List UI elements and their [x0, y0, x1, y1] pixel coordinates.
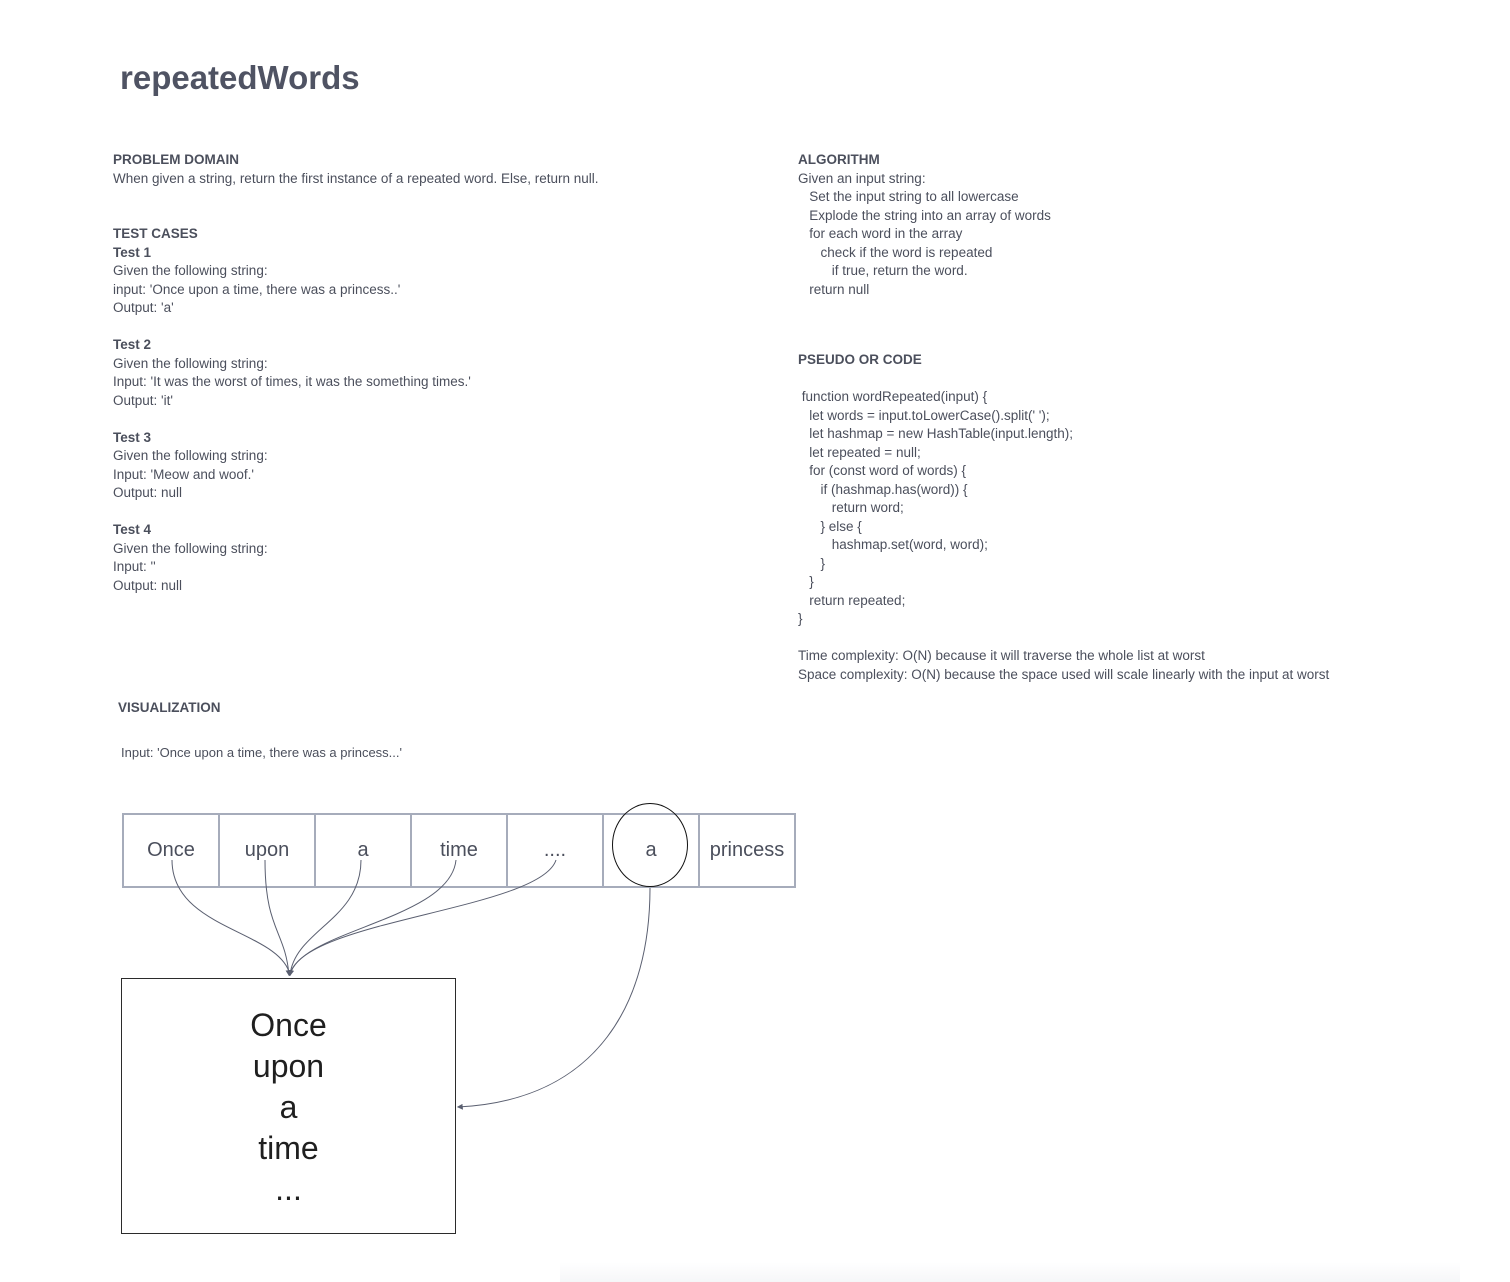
- page-title: repeatedWords: [120, 59, 360, 96]
- algorithm-section: ALGORITHM Given an input string: Set the…: [798, 151, 1438, 299]
- code-line: if (hashmap.has(word)) {: [798, 481, 968, 497]
- test-case-title: Test 2: [113, 337, 152, 352]
- code-line: }: [798, 611, 803, 626]
- code-line: return repeated;: [798, 592, 906, 608]
- test-case-line: Given the following string:: [113, 448, 268, 463]
- code-line: function wordRepeated(input) {: [798, 389, 988, 404]
- algorithm-heading: ALGORITHM: [798, 152, 880, 167]
- algorithm-step: for each word in the array: [798, 226, 963, 241]
- arrow-repeated-a: [456, 887, 651, 1110]
- algorithm-step: Explode the string into an array of word…: [798, 207, 1051, 223]
- pseudo-code-heading: PSEUDO OR CODE: [798, 352, 922, 367]
- test-case: Test 2 Given the following string: Input: …: [113, 336, 733, 410]
- array-cell-label: upon: [244, 839, 290, 861]
- array-cell-label: princess: [709, 839, 785, 861]
- test-case-line: Given the following string:: [113, 540, 268, 556]
- algorithm-step: check if the word is repeated: [798, 244, 993, 260]
- test-case-title: Test 4: [113, 522, 152, 537]
- array-cell: time: [412, 815, 508, 886]
- test-case: Test 1 Given the following string: input: …: [113, 244, 733, 318]
- bottom-shadow: [560, 1262, 1460, 1282]
- array-cell: upon: [220, 815, 316, 886]
- visualization-heading: VISUALIZATION: [118, 700, 221, 715]
- test-case: Test 4 Given the following string: Input: …: [113, 521, 733, 595]
- code-line: } else {: [798, 518, 862, 534]
- hashtable-entry: Once: [250, 1007, 327, 1043]
- test-case-line: Input: '': [113, 559, 156, 574]
- algorithm-step: return null: [798, 281, 870, 297]
- array-cell-label: Once: [147, 839, 195, 861]
- hashtable-entry: time: [258, 1130, 319, 1166]
- hashtable-box: Once upon a time...: [121, 978, 456, 1234]
- test-case-line: input: 'Once upon a time, there was a pr…: [113, 281, 401, 297]
- array-cell: princess: [700, 815, 796, 886]
- test-case-line: Output: null: [113, 485, 183, 500]
- hashtable-entry: ...: [275, 1171, 302, 1207]
- test-cases-section: TEST CASES Test 1 Given the following str…: [113, 225, 733, 614]
- hashtable-entry: upon: [252, 1048, 325, 1084]
- test-case-line: Output: null: [113, 577, 183, 593]
- test-case-line: Input: 'It was the worst of times, it wa…: [113, 374, 471, 389]
- test-cases-list: Test 1 Given the following string: input: …: [113, 244, 733, 596]
- array-cell-label: time: [440, 839, 478, 861]
- code-line: let hashmap = new HashTable(input.length…: [798, 426, 1074, 441]
- code-line: }: [798, 555, 826, 571]
- array-cell: ....: [508, 815, 604, 886]
- test-case-line: Output: 'a': [113, 300, 174, 315]
- problem-domain-text: When given a string, return the first in…: [113, 170, 599, 186]
- array-cell: a: [316, 815, 412, 886]
- array-cell-label: ....: [543, 839, 567, 861]
- word-array: Once upon a time.... a princess: [122, 803, 796, 888]
- complexity-notes: Time complexity: O(N) because it will tr…: [798, 647, 1498, 684]
- problem-domain-heading: PROBLEM DOMAIN: [113, 152, 239, 167]
- code-line: for (const word of words) {: [798, 463, 967, 478]
- code-line: hashmap.set(word, word);: [798, 537, 988, 552]
- algorithm-steps: Given an input string: Set the input str…: [798, 170, 1438, 300]
- array-cell: Once: [124, 815, 220, 886]
- code-line: return word;: [798, 500, 904, 515]
- algorithm-step: Set the input string to all lowercase: [798, 189, 1019, 204]
- test-case-line: Input: 'Meow and woof.': [113, 466, 254, 482]
- test-case-line: Given the following string:: [113, 355, 268, 371]
- algorithm-step: if true, return the word.: [798, 263, 968, 278]
- problem-domain-section: PROBLEM DOMAIN When given a string, retu…: [113, 151, 733, 188]
- code-line: }: [798, 574, 814, 589]
- code-line: let words = input.toLowerCase().split(' …: [798, 407, 1050, 423]
- test-case: Test 3 Given the following string: Input: …: [113, 429, 733, 503]
- test-case-line: Output: 'it': [113, 392, 173, 408]
- code-block: function wordRepeated(input) { let words…: [798, 388, 1498, 629]
- array-cell: a: [604, 803, 700, 887]
- visualization-input-label: Input: 'Once upon a time, there was a pr…: [121, 745, 402, 760]
- hashtable-entry: a: [279, 1089, 298, 1125]
- array-cell-label: a: [357, 839, 369, 861]
- repeated-word-circle: [612, 803, 688, 887]
- test-case-line: Given the following string:: [113, 263, 268, 278]
- pseudo-code-section: PSEUDO OR CODE function wordRepeated(inp…: [798, 351, 1498, 684]
- code-line: let repeated = null;: [798, 444, 921, 460]
- complexity-line: Space complexity: O(N) because the space…: [798, 666, 1330, 682]
- test-case-title: Test 3: [113, 429, 152, 445]
- algorithm-step: Given an input string:: [798, 170, 926, 186]
- test-cases-heading: TEST CASES: [113, 226, 198, 241]
- complexity-line: Time complexity: O(N) because it will tr…: [798, 648, 1205, 663]
- test-case-title: Test 1: [113, 244, 152, 260]
